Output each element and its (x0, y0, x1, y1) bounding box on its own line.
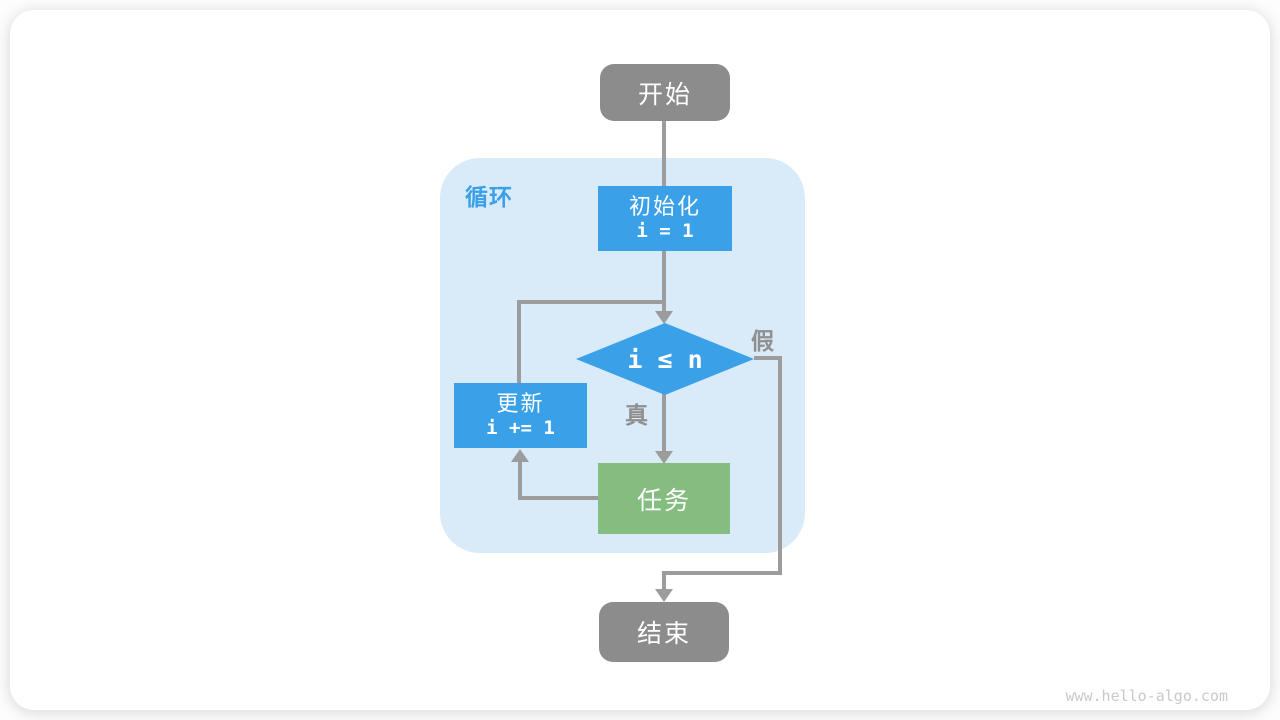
edge-update-loopback-horizontal (517, 300, 666, 304)
flow-node-init: 初始化 i = 1 (598, 186, 732, 251)
init-node-label: 初始化 (628, 193, 701, 219)
flow-node-update: 更新 i += 1 (454, 383, 587, 448)
arrowhead-into-task-icon (655, 451, 673, 464)
site-watermark: www.hello-algo.com (1065, 687, 1228, 705)
edge-false-branch-segment-1 (754, 356, 782, 360)
condition-diamond-shape: i ≤ n (576, 323, 754, 395)
flowchart-stage: 循环 开始 初始化 i = 1 i ≤ n 假 真 (10, 10, 1270, 710)
true-branch-label: 真 (625, 402, 648, 428)
end-node-label: 结束 (636, 620, 691, 648)
update-node-label: 更新 (496, 390, 545, 416)
loop-scope-label: 循环 (465, 184, 513, 210)
start-node-label: 开始 (637, 80, 692, 109)
edge-start-to-init (662, 121, 666, 187)
arrowhead-into-update-icon (511, 449, 529, 462)
edge-false-branch-segment-2 (778, 356, 782, 575)
edge-task-to-update-vertical (518, 461, 522, 500)
flow-node-task: 任务 (598, 463, 730, 534)
edge-false-branch-segment-4 (662, 571, 666, 592)
edge-update-loopback-vertical (517, 300, 521, 384)
init-node-code: i = 1 (636, 220, 694, 243)
arrowhead-into-condition-icon (655, 311, 673, 324)
edge-init-to-condition (662, 251, 666, 314)
flow-node-condition: i ≤ n (576, 323, 754, 395)
edge-false-branch-segment-3 (662, 571, 782, 575)
edge-task-to-update-horizontal (518, 496, 598, 500)
diagram-card: 循环 开始 初始化 i = 1 i ≤ n 假 真 (10, 10, 1270, 710)
flow-node-end: 结束 (599, 602, 729, 662)
task-node-label: 任务 (636, 486, 691, 515)
flow-node-start: 开始 (600, 64, 730, 121)
false-branch-label: 假 (751, 328, 774, 354)
edge-condition-to-task (662, 393, 666, 454)
update-node-code: i += 1 (486, 417, 555, 440)
condition-node-label: i ≤ n (627, 344, 703, 374)
arrowhead-into-end-icon (655, 589, 673, 602)
